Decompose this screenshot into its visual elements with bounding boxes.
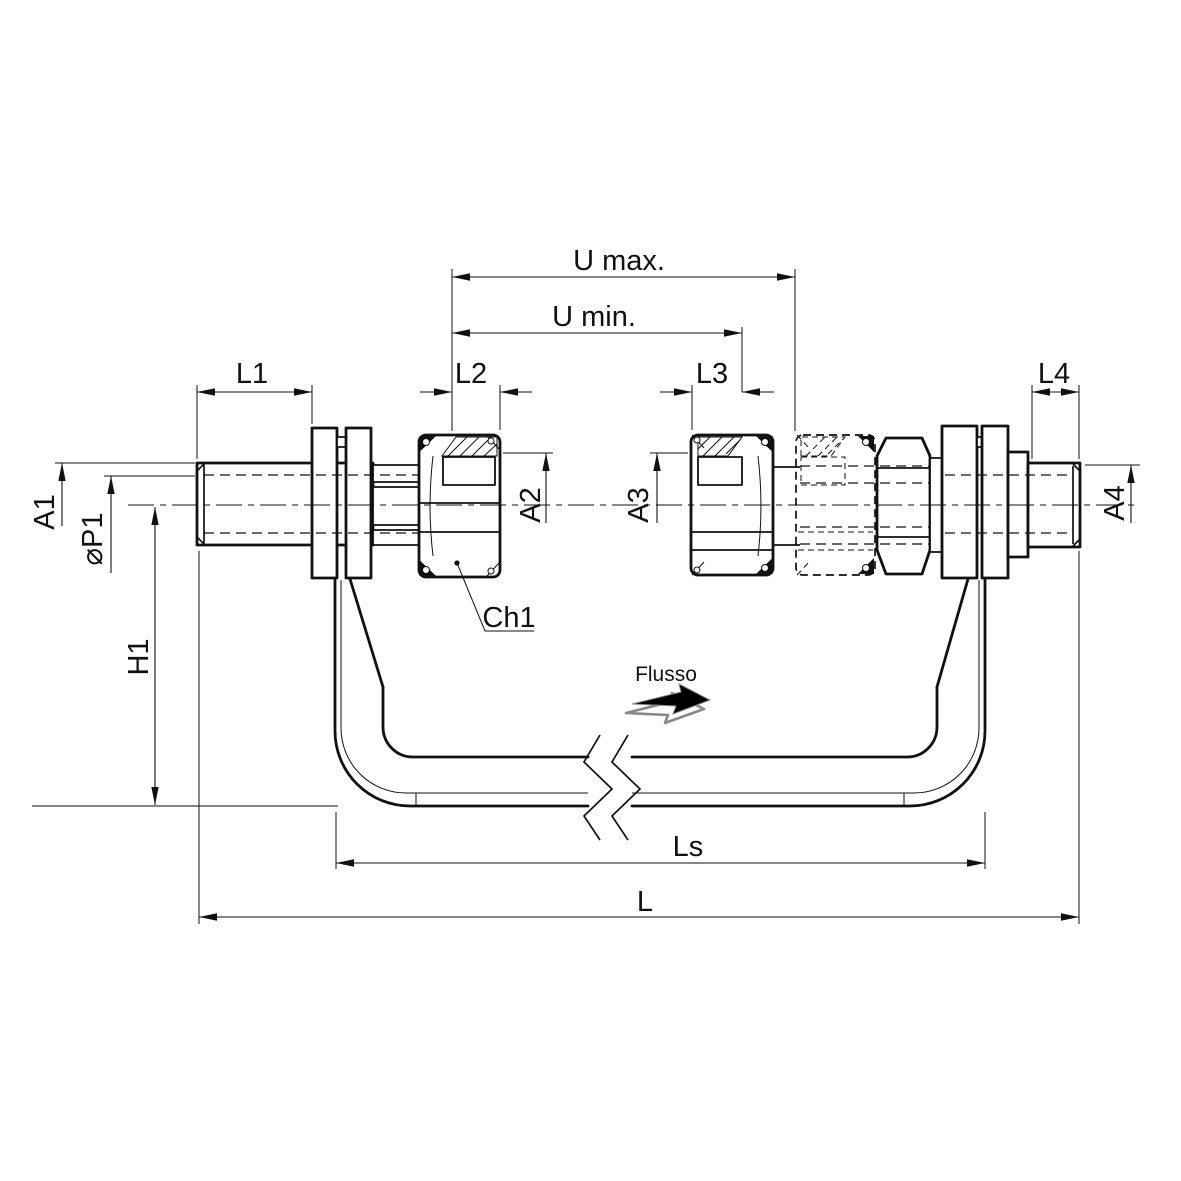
left-nut-corner-circle-tr	[487, 437, 495, 445]
left-hex-top-flat	[372, 464, 421, 483]
left-stud-chamfer-bottom	[196, 536, 205, 545]
dim-label-a4: A4	[1099, 485, 1131, 520]
dim-label-ls: Ls	[673, 831, 704, 863]
u-tube	[333, 576, 987, 808]
tube-right-inner	[630, 685, 939, 759]
ghost-nut-chamfer-tl	[796, 434, 811, 450]
right-flange-1	[940, 424, 979, 580]
left-swivel-nut	[417, 433, 502, 579]
ch1-leader	[454, 560, 534, 632]
labels: U max. U min. L1 L2 L3 L4 A1 ⌀P1 A2 A3 A…	[29, 245, 1131, 918]
right-stud-chamfer-bottom	[1072, 538, 1081, 547]
right-thread-hidden	[945, 474, 1073, 534]
dim-label-h1: H1	[123, 638, 155, 675]
tube-left-taper	[348, 577, 385, 689]
ghost-nut-hatch-area	[800, 436, 846, 457]
dim-label-a1: A1	[29, 494, 61, 529]
right-nut-corner-circle-br	[761, 564, 769, 572]
break-zigzag-right	[610, 734, 642, 841]
flow-arrow	[624, 683, 712, 725]
dim-label-u-max: U max.	[573, 245, 665, 277]
dim-label-l3: L3	[696, 358, 728, 390]
tube-left-highlight	[340, 580, 588, 794]
right-flange-2	[980, 424, 1010, 580]
dim-label-a3: A3	[623, 487, 655, 522]
right-nut-corner-circle-tr	[761, 438, 769, 446]
tube-left-inner	[381, 685, 590, 759]
tube-right-taper	[935, 577, 970, 689]
flow-arrow-solid	[631, 683, 712, 715]
left-nut-corner-circle-bl	[422, 566, 430, 574]
tube-right-highlight	[632, 580, 980, 794]
right-stud-chamfer-top	[1072, 463, 1081, 472]
ghost-nut-chamfer-bl	[796, 560, 811, 576]
left-nut-face-arc	[429, 455, 434, 557]
callout-label-ch1: Ch1	[482, 602, 535, 634]
flow-label: Flusso	[635, 663, 697, 686]
left-nut-tube-end	[442, 456, 496, 486]
ghost-nut-tube-end	[800, 456, 846, 486]
break-zigzag-left	[582, 734, 614, 841]
left-nut-hatch-lines	[447, 436, 498, 457]
right-nut-face-arc	[757, 455, 762, 557]
left-nut-corner-circle-br	[487, 567, 495, 575]
left-stud-chamfer-top	[196, 463, 205, 472]
dimensions	[32, 269, 1140, 924]
left-nut-hatch-area	[441, 436, 498, 457]
right-nut-corner-circle-tl	[693, 436, 701, 444]
right-nut-corner-circle-bl	[693, 566, 701, 574]
tube-right-outer	[630, 576, 987, 808]
left-nut-corner-circle-tl	[422, 438, 430, 446]
left-hex-bottom-flat	[372, 529, 421, 546]
right-fitting	[689, 424, 1082, 580]
right-nut-tube-end	[697, 456, 743, 486]
dim-label-p1: ⌀P1	[77, 513, 109, 566]
left-washer	[344, 426, 373, 580]
ghost-nut-corner-circle-tr	[862, 438, 870, 446]
right-hex-body	[875, 436, 932, 576]
left-hex-mid-flat	[372, 486, 421, 526]
right-hidden-lines	[800, 465, 940, 545]
tube-left-outer	[333, 576, 590, 808]
left-fitting	[195, 426, 502, 580]
dim-label-a2: A2	[515, 487, 547, 522]
ghost-nut-hatch-lines	[805, 436, 844, 457]
dim-label-l1: L1	[236, 358, 268, 390]
left-stud	[195, 461, 375, 547]
right-nut-hatch-lines	[697, 436, 741, 457]
dim-label-u-min: U min.	[552, 301, 636, 333]
dim-label-l2: L2	[455, 358, 487, 390]
ch1-leader-line	[456, 562, 534, 632]
break-symbol	[582, 734, 642, 841]
dim-label-l: L	[637, 886, 653, 918]
left-locknut	[310, 426, 339, 580]
ghost-nut-corner-circle-br	[862, 564, 870, 572]
dim-label-l4: L4	[1038, 358, 1070, 390]
